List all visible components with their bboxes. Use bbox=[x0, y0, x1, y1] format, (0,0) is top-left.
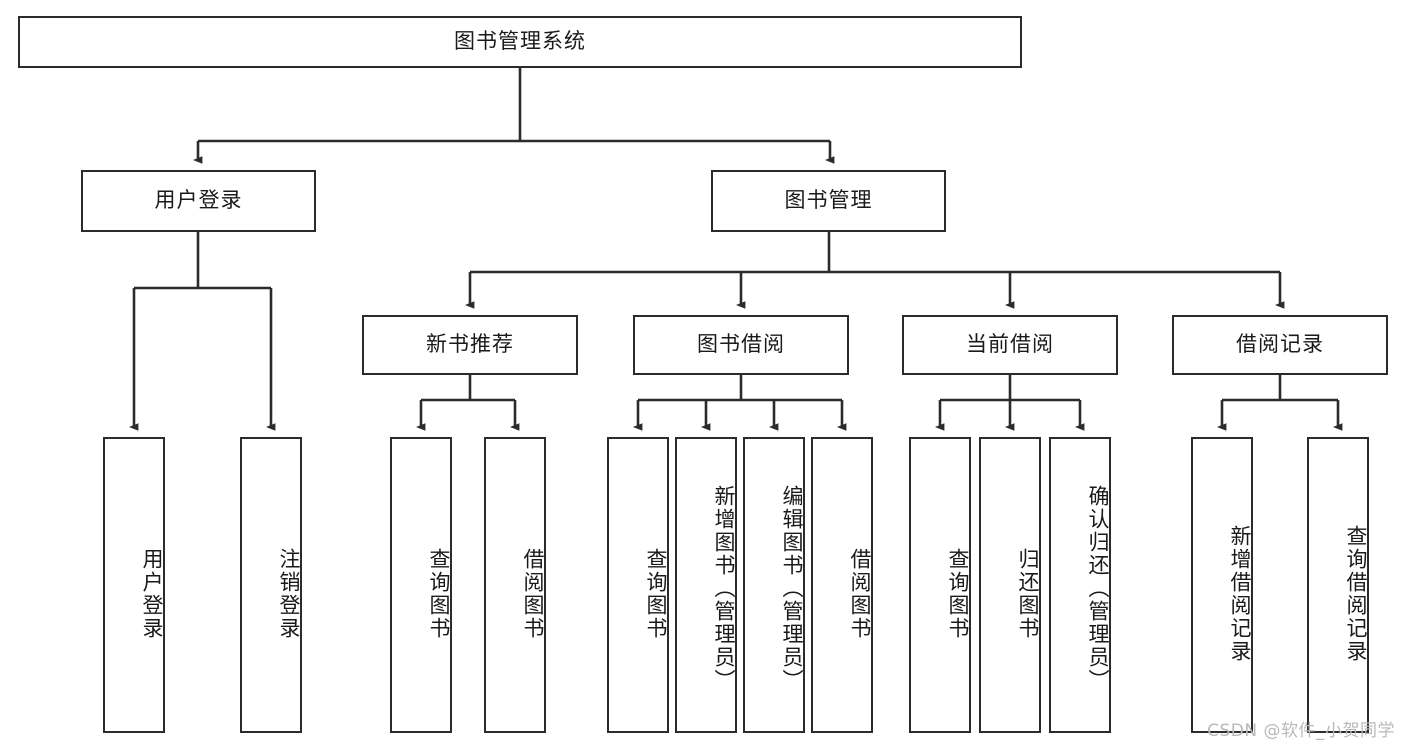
node-new-book-recommend[interactable]: 新书推荐 bbox=[362, 315, 578, 375]
node-label: 查询借阅记录 bbox=[1344, 525, 1368, 663]
leaf-current-return-book[interactable]: 归还图书 bbox=[979, 437, 1041, 733]
node-label: 图书借阅 bbox=[697, 332, 785, 357]
node-label: 新增借阅记录 bbox=[1228, 525, 1252, 663]
node-label: 新书推荐 bbox=[426, 332, 514, 357]
node-label: 注销登录 bbox=[277, 548, 301, 640]
node-label: 确认归还（管理员） bbox=[1086, 484, 1110, 692]
node-current-borrow[interactable]: 当前借阅 bbox=[902, 315, 1118, 375]
node-label: 借阅记录 bbox=[1236, 332, 1324, 357]
node-book-management[interactable]: 图书管理 bbox=[711, 170, 946, 232]
node-label: 借阅图书 bbox=[521, 548, 545, 640]
leaf-current-query-book[interactable]: 查询图书 bbox=[909, 437, 971, 733]
node-label: 查询图书 bbox=[427, 548, 451, 640]
node-label: 归还图书 bbox=[1016, 548, 1040, 640]
node-label: 用户登录 bbox=[154, 188, 243, 213]
node-label: 当前借阅 bbox=[966, 332, 1054, 357]
csdn-watermark: CSDN @软件_小贺同学 bbox=[1207, 721, 1395, 741]
node-label: 图书管理 bbox=[784, 188, 873, 213]
leaf-record-query-record[interactable]: 查询借阅记录 bbox=[1307, 437, 1369, 733]
node-root-system[interactable]: 图书管理系统 bbox=[18, 16, 1022, 68]
leaf-recommend-query-book[interactable]: 查询图书 bbox=[390, 437, 452, 733]
node-label: 编辑图书（管理员） bbox=[780, 484, 804, 692]
leaf-recommend-borrow-book[interactable]: 借阅图书 bbox=[484, 437, 546, 733]
leaf-borrow-edit-book[interactable]: 编辑图书（管理员） bbox=[743, 437, 805, 733]
leaf-current-confirm-return[interactable]: 确认归还（管理员） bbox=[1049, 437, 1111, 733]
leaf-borrow-query-book[interactable]: 查询图书 bbox=[607, 437, 669, 733]
leaf-user-login-signin[interactable]: 用户登录 bbox=[103, 437, 165, 733]
leaf-user-login-signout[interactable]: 注销登录 bbox=[240, 437, 302, 733]
node-label: 用户登录 bbox=[140, 548, 164, 640]
node-book-borrow[interactable]: 图书借阅 bbox=[633, 315, 849, 375]
leaf-borrow-borrow-book[interactable]: 借阅图书 bbox=[811, 437, 873, 733]
node-label: 图书管理系统 bbox=[454, 29, 586, 54]
leaf-record-add-record[interactable]: 新增借阅记录 bbox=[1191, 437, 1253, 733]
node-borrow-record[interactable]: 借阅记录 bbox=[1172, 315, 1388, 375]
node-user-login[interactable]: 用户登录 bbox=[81, 170, 316, 232]
leaf-borrow-add-book[interactable]: 新增图书（管理员） bbox=[675, 437, 737, 733]
node-label: 借阅图书 bbox=[848, 548, 872, 640]
node-label: 查询图书 bbox=[644, 548, 668, 640]
node-label: 新增图书（管理员） bbox=[712, 484, 736, 692]
node-label: 查询图书 bbox=[946, 548, 970, 640]
